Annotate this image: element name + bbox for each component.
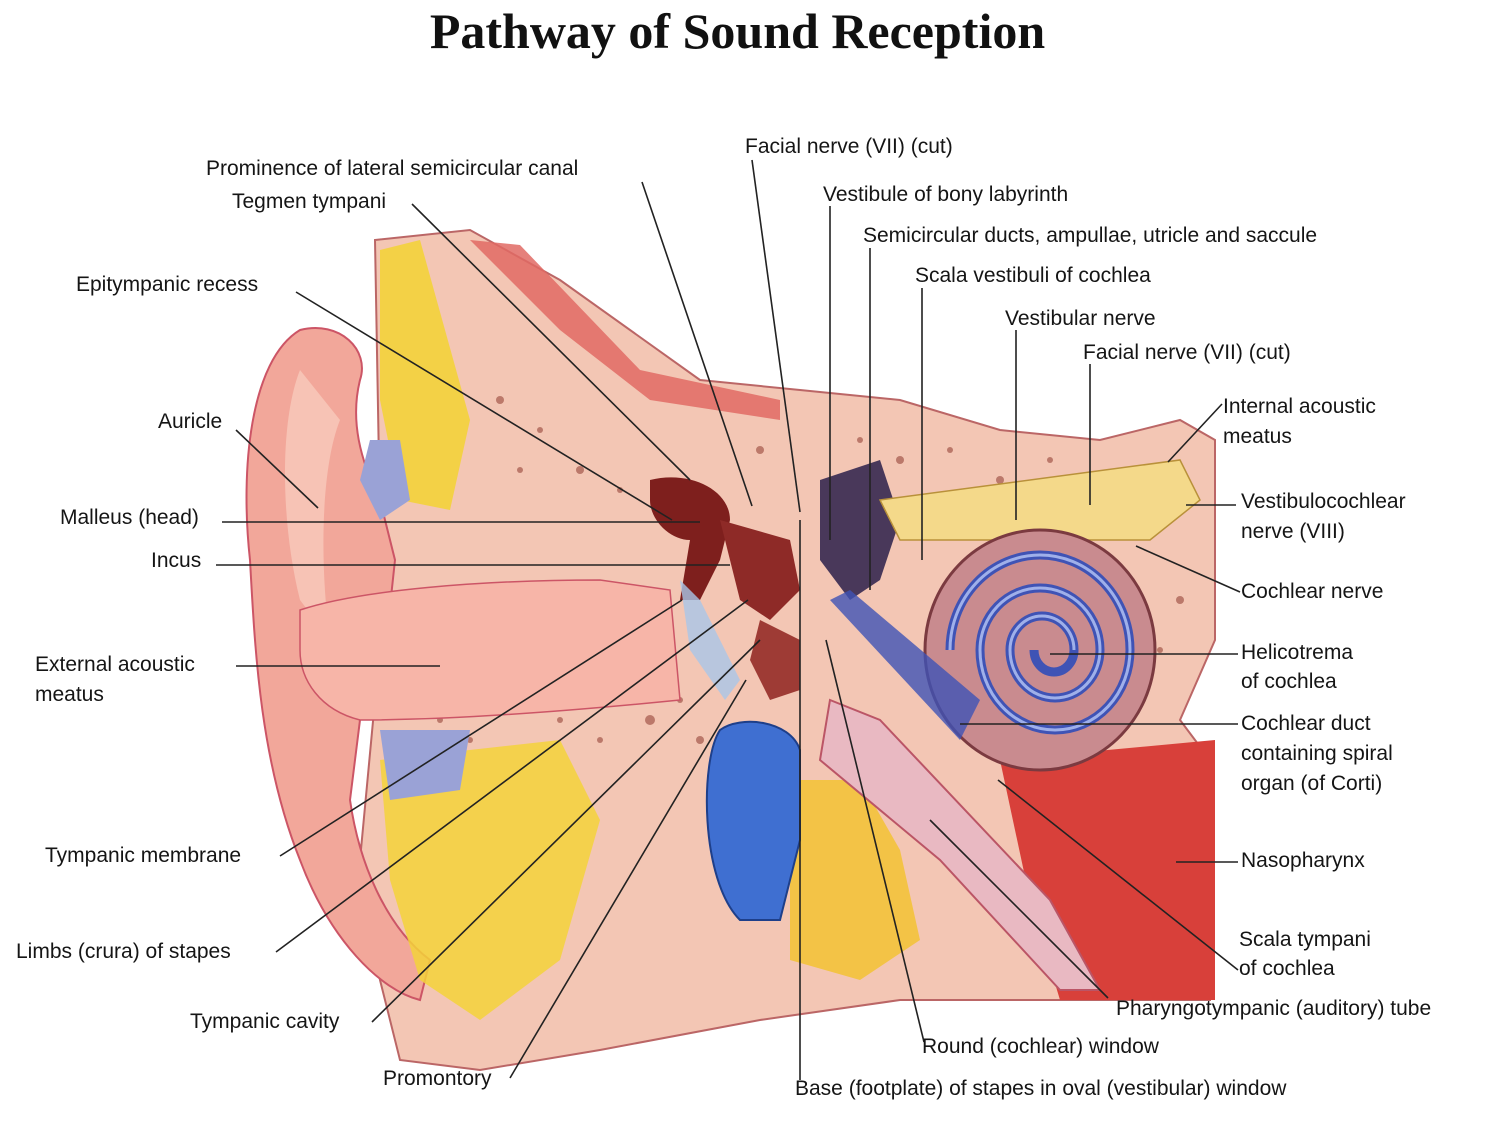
fascia-grey — [360, 440, 410, 520]
label-vestibulocochlear-2: nerve (VIII) — [1241, 520, 1345, 543]
cochlear-base-canal — [830, 590, 980, 740]
malleus-shape — [650, 477, 730, 600]
label-tympanic-membrane: Tympanic membrane — [45, 844, 242, 867]
label-cochlear-duct-1: Cochlear duct — [1241, 712, 1371, 735]
label-nasopharynx: Nasopharynx — [1241, 849, 1365, 872]
label-cochlear-duct-3: organ (of Corti) — [1241, 772, 1383, 795]
label-limbs-stapes: Limbs (crura) of stapes — [16, 940, 231, 963]
external-acoustic-meatus — [299, 579, 681, 721]
incus-shape — [720, 520, 800, 620]
cartilage-upper — [380, 240, 470, 510]
label-base-stapes: Base (footplate) of stapes in oval (vest… — [795, 1077, 1287, 1100]
page-title: Pathway of Sound Reception — [429, 3, 1046, 59]
leader-limbs — [275, 599, 749, 953]
label-auricle: Auricle — [158, 410, 223, 433]
label-scala-tympani-2: of cochlea — [1239, 957, 1335, 980]
vestibule-shape — [820, 460, 900, 600]
label-scala-vestibuli: Scala vestibuli of cochlea — [915, 264, 1151, 287]
label-malleus: Malleus (head) — [60, 506, 199, 529]
leader-cochlear-nerve — [1135, 545, 1241, 593]
jugular-vein — [705, 720, 801, 921]
cartilage-lower-2 — [790, 780, 920, 980]
leader-scala-tympani — [997, 779, 1239, 971]
leader-prominence — [641, 181, 753, 507]
fascia-grey-2 — [380, 730, 470, 800]
label-scala-tympani-1: Scala tympani — [1239, 928, 1371, 951]
cochlea — [923, 528, 1157, 772]
label-helicotrema-2: of cochlea — [1241, 670, 1337, 693]
label-internal-acoustic-1: Internal acoustic — [1223, 395, 1376, 418]
label-semicircular-ducts: Semicircular ducts, ampullae, utricle an… — [863, 224, 1318, 247]
cartilage-lower — [380, 740, 600, 1020]
pharyngotympanic-tube — [818, 698, 1102, 991]
label-vestibule: Vestibule of bony labyrinth — [823, 183, 1069, 206]
label-vestibular-nerve: Vestibular nerve — [1005, 307, 1156, 330]
label-cochlear-nerve: Cochlear nerve — [1241, 580, 1384, 603]
label-epitympanic-recess: Epitympanic recess — [76, 273, 259, 296]
leader-round-window — [825, 639, 925, 1043]
label-helicotrema-1: Helicotrema — [1241, 641, 1354, 664]
label-prominence: Prominence of lateral semicircular canal — [206, 157, 579, 180]
leader-epitympanic — [295, 291, 673, 521]
stapes-shape — [750, 620, 800, 700]
label-promontory: Promontory — [383, 1067, 492, 1090]
tympanic-membrane-shape — [680, 580, 740, 700]
auricle-inner — [285, 370, 340, 640]
label-facial-nerve-top: Facial nerve (VII) (cut) — [745, 135, 953, 158]
leader-auricle — [235, 429, 319, 509]
leader-lines — [216, 159, 1241, 1080]
label-facial-nerve-right: Facial nerve (VII) (cut) — [1083, 341, 1291, 364]
nerve-bundle — [878, 459, 1201, 541]
label-vestibulocochlear-1: Vestibulocochlear — [1241, 490, 1406, 513]
leader-tympanic-membrane — [279, 599, 683, 857]
label-tympanic-cavity: Tympanic cavity — [190, 1010, 340, 1033]
label-incus: Incus — [151, 549, 202, 572]
label-pharyngotympanic: Pharyngotympanic (auditory) tube — [1116, 997, 1432, 1020]
label-tegmen-tympani: Tegmen tympani — [232, 190, 387, 213]
leader-facial-top — [751, 159, 801, 513]
leader-internal — [1167, 403, 1223, 463]
leader-promontory — [509, 679, 747, 1079]
label-round-window: Round (cochlear) window — [922, 1035, 1159, 1058]
label-cochlear-duct-2: containing spiral — [1241, 742, 1393, 765]
label-external-acoustic-2: meatus — [35, 683, 104, 706]
muscle-band-upper — [470, 240, 780, 420]
label-external-acoustic-1: External acoustic — [35, 653, 195, 676]
leader-pharyngotympanic — [929, 819, 1109, 999]
leader-tympanic-cavity — [371, 639, 761, 1023]
label-internal-acoustic-2: meatus — [1223, 425, 1292, 448]
leader-tegmen — [411, 203, 691, 481]
